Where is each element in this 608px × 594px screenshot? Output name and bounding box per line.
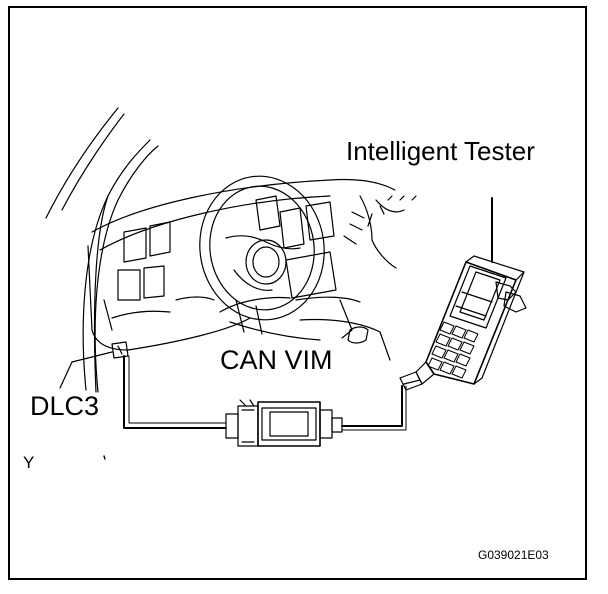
- tester-cable: [341, 385, 403, 427]
- steering-wheel: [199, 175, 325, 335]
- figure-frame: [8, 6, 587, 580]
- intelligent-tester-device: [399, 255, 527, 391]
- can-vim-module: [225, 399, 343, 447]
- dlc3-label: DLC3: [30, 391, 100, 421]
- can-vim-label: CAN VIM: [220, 345, 333, 375]
- dashboard: [87, 178, 417, 361]
- tester-keypad: [427, 321, 479, 379]
- dlc3-port: [59, 341, 129, 389]
- dlc3-cable: [123, 355, 227, 429]
- a-pillar: [45, 107, 159, 393]
- corner-mark: Y: [23, 453, 35, 472]
- figure-code: G039021E03: [478, 548, 549, 562]
- intelligent-tester-label: Intelligent Tester: [346, 136, 535, 166]
